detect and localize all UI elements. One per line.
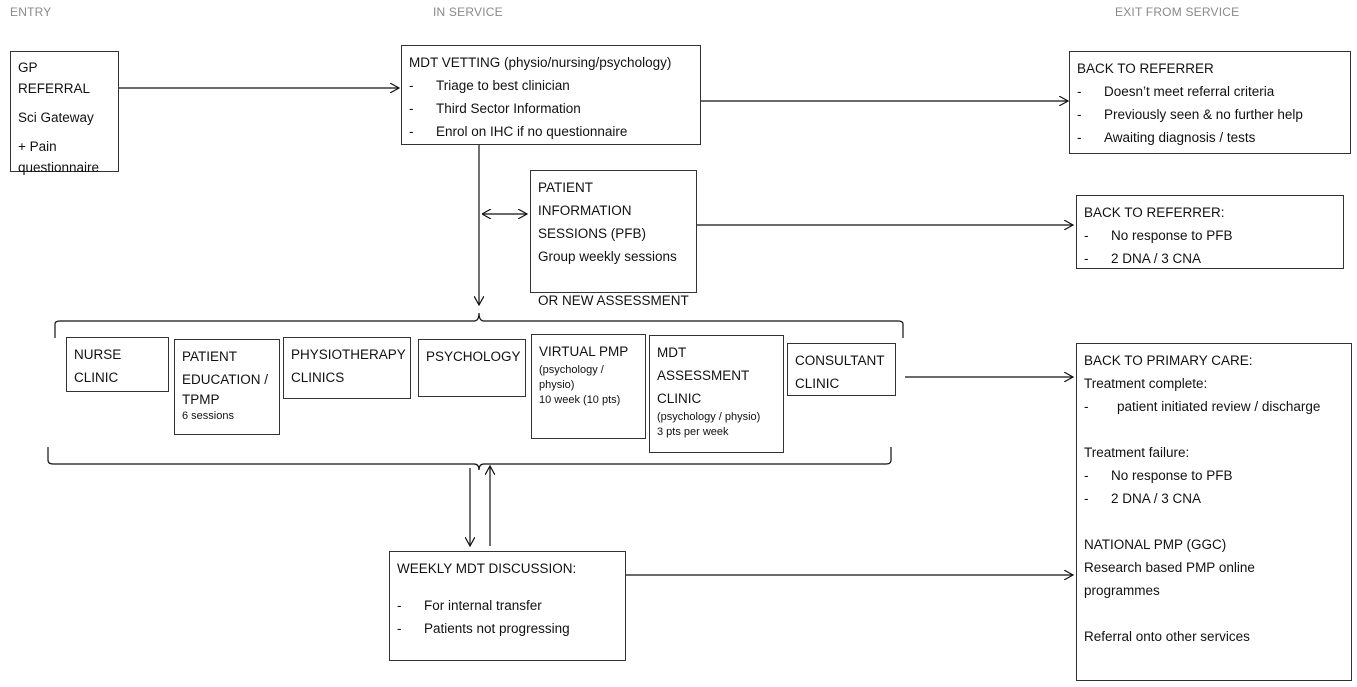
mdt-assessment-clinic-box: MDT ASSESSMENT CLINIC (psychology / phys…: [649, 335, 784, 453]
brace-bottom: [47, 447, 892, 471]
referrer-item: Doesn’t meet referral criteria: [1077, 80, 1343, 103]
education-line1: PATIENT: [182, 349, 238, 364]
education-line2: EDUCATION /: [182, 372, 269, 387]
patient-info-line3: Group weekly sessions: [538, 249, 677, 264]
physiotherapy-clinics-box: PHYSIOTHERAPY CLINICS: [283, 337, 411, 399]
research-line1: Research based PMP online: [1084, 560, 1255, 575]
mdt-assessment-line1: MDT: [657, 345, 687, 360]
virtual-pmp-note3: 10 week (10 pts): [539, 394, 621, 406]
treatment-complete-label: Treatment complete:: [1084, 376, 1208, 391]
gp-referral-box: GP REFERRAL Sci Gateway + Pain questionn…: [10, 51, 119, 175]
mdt-vetting-title: MDT VETTING (physio/nursing/psychology): [409, 55, 672, 70]
nurse-clinic-line2: CLINIC: [74, 370, 119, 385]
treatment-failure-item: No response to PFB: [1084, 464, 1344, 487]
back-to-primary-care-box: BACK TO PRIMARY CARE: Treatment complete…: [1076, 343, 1352, 681]
virtual-pmp-note1: (psychology /: [539, 364, 604, 376]
education-line3: TPMP: [182, 392, 220, 407]
consultant-clinic-box: CONSULTANT CLINIC: [787, 343, 896, 396]
mdt-assessment-line2: ASSESSMENT: [657, 368, 750, 383]
physio-line1: PHYSIOTHERAPY: [291, 347, 406, 362]
nurse-clinic-box: NURSE CLINIC: [66, 337, 169, 392]
virtual-pmp-box: VIRTUAL PMP (psychology / physio) 10 wee…: [531, 334, 646, 439]
physio-line2: CLINICS: [291, 370, 345, 385]
mdt-vetting-item: Third Sector Information: [409, 97, 693, 120]
virtual-pmp-title: VIRTUAL PMP: [539, 344, 629, 359]
referral-other-services: Referral onto other services: [1084, 629, 1250, 644]
weekly-mdt-discussion-box: WEEKLY MDT DISCUSSION: For internal tran…: [389, 551, 626, 661]
mdt-assessment-line3: CLINIC: [657, 391, 702, 406]
referrer-pfb-item: 2 DNA / 3 CNA: [1084, 247, 1336, 270]
consultant-line1: CONSULTANT: [795, 353, 885, 368]
psychology-box: PSYCHOLOGY: [418, 339, 526, 397]
nurse-clinic-line1: NURSE: [74, 347, 122, 362]
referrer-pfb-item: No response to PFB: [1084, 224, 1336, 247]
back-to-referrer-title: BACK TO REFERRER: [1077, 61, 1214, 76]
treatment-complete-item: patient initiated review / discharge: [1084, 395, 1344, 418]
back-to-referrer-pfb-title: BACK TO REFERRER:: [1084, 205, 1225, 220]
patient-info-line4: OR NEW ASSESSMENT: [538, 293, 689, 308]
referrer-item: Awaiting diagnosis / tests: [1077, 126, 1343, 149]
mdt-vetting-item: Enrol on IHC if no questionnaire: [409, 120, 693, 143]
weekly-mdt-title: WEEKLY MDT DISCUSSION:: [397, 561, 577, 576]
research-line2: programmes: [1084, 583, 1160, 598]
weekly-mdt-item: Patients not progressing: [397, 617, 618, 640]
treatment-failure-label: Treatment failure:: [1084, 445, 1190, 460]
gp-referral-gateway: Sci Gateway: [18, 110, 94, 125]
column-header-entry: ENTRY: [10, 5, 52, 19]
gp-referral-pain: + Pain: [18, 139, 57, 154]
mdt-assessment-note2: 3 pts per week: [657, 426, 729, 438]
psychology-line1: PSYCHOLOGY: [426, 349, 521, 364]
mdt-assessment-note1: (psychology / physio): [657, 411, 761, 423]
patient-education-box: PATIENT EDUCATION / TPMP 6 sessions: [174, 339, 280, 435]
education-note: 6 sessions: [182, 410, 234, 422]
back-to-referrer-box: BACK TO REFERRER Doesn’t meet referral c…: [1069, 51, 1351, 154]
patient-info-line1: PATIENT INFORMATION: [538, 180, 632, 218]
column-header-in-service: IN SERVICE: [433, 5, 503, 19]
mdt-vetting-item: Triage to best clinician: [409, 74, 693, 97]
national-pmp-label: NATIONAL PMP (GGC): [1084, 537, 1227, 552]
back-to-referrer-pfb-box: BACK TO REFERRER: No response to PFB 2 D…: [1076, 195, 1344, 270]
column-header-exit: EXIT FROM SERVICE: [1115, 5, 1240, 19]
consultant-line2: CLINIC: [795, 376, 840, 391]
brace-top: [54, 312, 904, 338]
patient-information-box: PATIENT INFORMATION SESSIONS (PFB) Group…: [530, 170, 697, 308]
referrer-item: Previously seen & no further help: [1077, 103, 1343, 126]
weekly-mdt-item: For internal transfer: [397, 594, 618, 617]
treatment-failure-item: 2 DNA / 3 CNA: [1084, 487, 1344, 510]
gp-referral-questionnaire: questionnaire: [18, 160, 100, 175]
mdt-vetting-box: MDT VETTING (physio/nursing/psychology) …: [401, 45, 701, 145]
patient-info-line2: SESSIONS (PFB): [538, 226, 647, 241]
virtual-pmp-note2: physio): [539, 379, 575, 391]
gp-referral-title: GP REFERRAL: [18, 60, 91, 96]
primary-care-title: BACK TO PRIMARY CARE:: [1084, 353, 1253, 368]
